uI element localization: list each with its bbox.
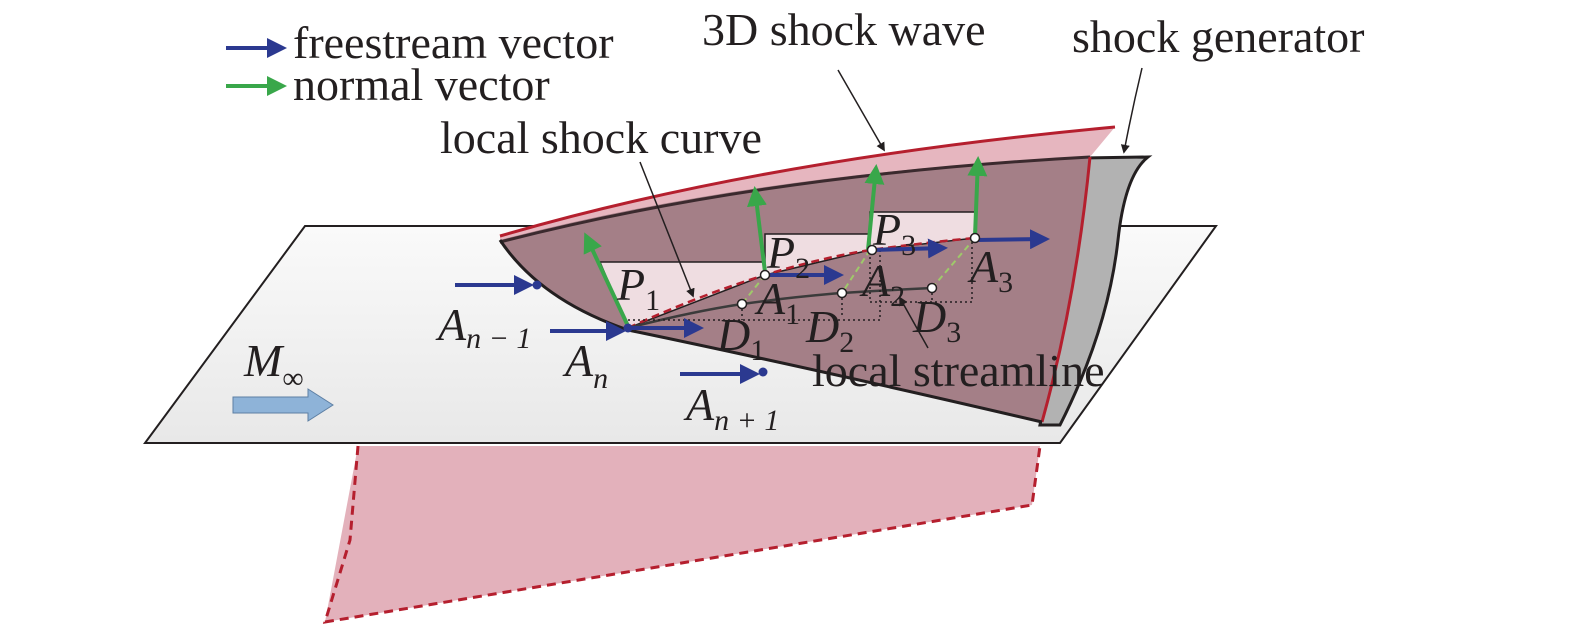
point-an-plus-1 <box>758 367 768 377</box>
leader-local-shock-curve <box>639 161 695 298</box>
freestream-vector-a3 <box>975 229 1050 250</box>
point-an <box>623 323 633 333</box>
local-shock-curve-label: local shock curve <box>440 112 762 163</box>
point-p2 <box>759 269 771 281</box>
shock-wave-lower-surface <box>325 446 1040 622</box>
callout-leaders <box>639 67 1143 349</box>
label-d3: D3 <box>912 291 961 349</box>
mach-label: M∞ <box>243 335 304 395</box>
freestream-vector-p3 <box>871 238 948 259</box>
shock-wave-label: 3D shock wave <box>702 4 986 55</box>
local-streamline-label: local streamline <box>812 345 1105 396</box>
label-p3: P3 <box>872 204 916 262</box>
label-an: An <box>562 335 608 395</box>
label-an-minus-1: An − 1 <box>435 299 531 355</box>
label-p1: P1 <box>616 259 660 317</box>
label-d2: D2 <box>805 301 854 359</box>
point-markers <box>532 232 981 377</box>
label-p2: P2 <box>766 227 810 285</box>
legend-normal-label: normal vector <box>293 59 550 110</box>
label-a1: A1 <box>754 273 800 331</box>
local-shock-curve <box>627 236 976 330</box>
point-p3 <box>866 244 878 256</box>
point-d3 <box>926 282 938 294</box>
leader-local-streamline <box>899 296 929 349</box>
point-an-minus-1 <box>532 280 542 290</box>
normal-vector-p2 <box>747 186 767 273</box>
leader-shock-generator <box>1120 67 1143 154</box>
label-a2: A2 <box>859 255 905 313</box>
label-a3: A3 <box>967 241 1013 299</box>
projection-lines <box>628 240 973 321</box>
label-an-plus-1: An + 1 <box>683 379 779 437</box>
freestream-vectors <box>455 229 1050 384</box>
legend-freestream-label: freestream vector <box>293 17 614 68</box>
normal-vector-p2b <box>864 164 885 251</box>
label-d1: D1 <box>716 309 765 367</box>
point-a3 <box>969 232 981 244</box>
normal-vectors <box>583 156 988 327</box>
shock-generator-label: shock generator <box>1072 11 1365 62</box>
shock-wave-trailing-edge <box>1040 156 1092 423</box>
shock-wave-inner-edge <box>499 155 1091 244</box>
leader-shock-wave <box>837 69 885 152</box>
shock-wave-upper-edge <box>499 125 1116 238</box>
shock-wave-lower-edge <box>322 445 1042 624</box>
normal-vector-p1 <box>583 232 630 327</box>
mach-arrow <box>232 388 334 422</box>
normal-vector-p3 <box>967 156 988 237</box>
point-d1 <box>736 298 748 310</box>
legend: freestream vector normal vector <box>226 17 614 110</box>
point-d2 <box>836 287 848 299</box>
green-connectors <box>741 237 976 305</box>
local-streamline <box>627 286 933 330</box>
